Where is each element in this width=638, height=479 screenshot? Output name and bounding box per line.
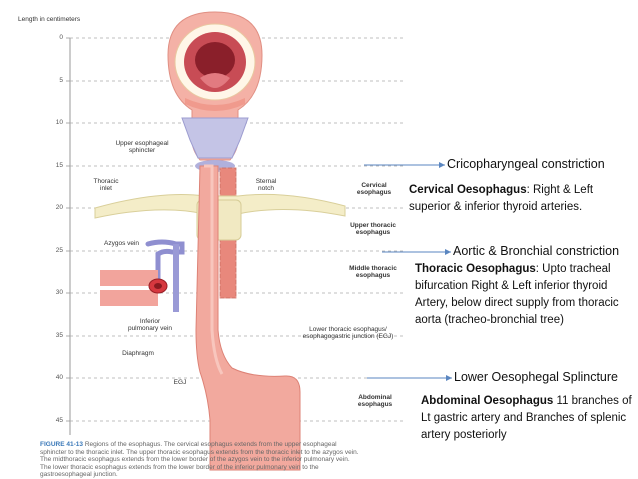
axis-title: Length in centimeters [18, 16, 81, 23]
cervical-note: Cervical Oesophagus: Right & Left superi… [409, 182, 631, 216]
caption-text: Regions of the esophagus. The cervical e… [40, 441, 359, 479]
cricopharyngeal-heading: Cricopharyngeal constriction [447, 157, 605, 171]
label-abdominal: Abdominal esophagus [357, 394, 393, 408]
label-upper-sphincter: Upper esophageal sphincter [115, 140, 169, 154]
tick-label: 0 [59, 34, 63, 41]
tick-label: 5 [59, 77, 63, 84]
label-azygos: Azygos vein [104, 240, 140, 247]
label-sternal-notch: Sternal notch [255, 178, 277, 192]
tick-label: 35 [55, 332, 63, 339]
tick-label: 20 [55, 204, 63, 211]
tick-label: 45 [55, 417, 63, 424]
clavicle-shape [94, 193, 346, 241]
abdominal-note-title: Abdominal Oesophagus [421, 395, 554, 407]
esophagus-shape [195, 164, 301, 471]
abdominal-note-text: 11 branches of Lt gastric artery and Bra… [421, 395, 632, 441]
thyroid-cartilage-shape [181, 117, 249, 172]
lower-sphincter-heading: Lower Oesophegal Splincture [454, 370, 618, 384]
label-cervical: Cervical esophagus [356, 182, 392, 196]
label-diaphragm: Diaphragm [122, 350, 154, 357]
label-egj: EGJ [173, 379, 187, 386]
annotation-arrows [364, 162, 452, 381]
abdominal-note: Abdominal Oesophagus 11 branches of Lt g… [421, 393, 636, 444]
aortic-bronchial-heading: Aortic & Bronchial constriction [453, 244, 620, 258]
label-pulmonary-vein: Inferior pulmonary vein [127, 318, 173, 332]
label-upper-thoracic: Upper thoracic esophagus [350, 222, 396, 236]
thoracic-note: Thoracic Oesophagus: Upto tracheal bifur… [415, 261, 633, 329]
tick-label: 30 [55, 289, 63, 296]
figure-number: FIGURE 41-13 [40, 441, 83, 448]
tick-label: 25 [55, 247, 63, 254]
thoracic-note-title: Thoracic Oesophagus [415, 263, 536, 275]
pharynx-shape [167, 11, 263, 161]
tick-label: 15 [55, 162, 63, 169]
thoracic-note-text: : Upto tracheal bifurcation Right & Left… [415, 263, 619, 326]
cervical-note-title: Cervical Oesophagus [409, 184, 527, 196]
cervical-note-text: : Right & Left superior & inferior thyro… [409, 184, 594, 213]
label-middle-thoracic: Middle thoracic esophagus [349, 265, 397, 279]
label-thoracic-inlet: Thoracic inlet [93, 178, 119, 192]
figure-caption: FIGURE 41-13 Regions of the esophagus. T… [40, 441, 360, 479]
tick-label: 40 [55, 374, 63, 381]
azygos-vein-shape [145, 239, 185, 312]
ruler-ticks [66, 37, 70, 422]
pulmonary-vein-shape [100, 270, 168, 306]
label-lower-thoracic: Lower thoracic esophagus/ esophagogastri… [302, 326, 394, 340]
tick-label: 10 [55, 119, 63, 126]
